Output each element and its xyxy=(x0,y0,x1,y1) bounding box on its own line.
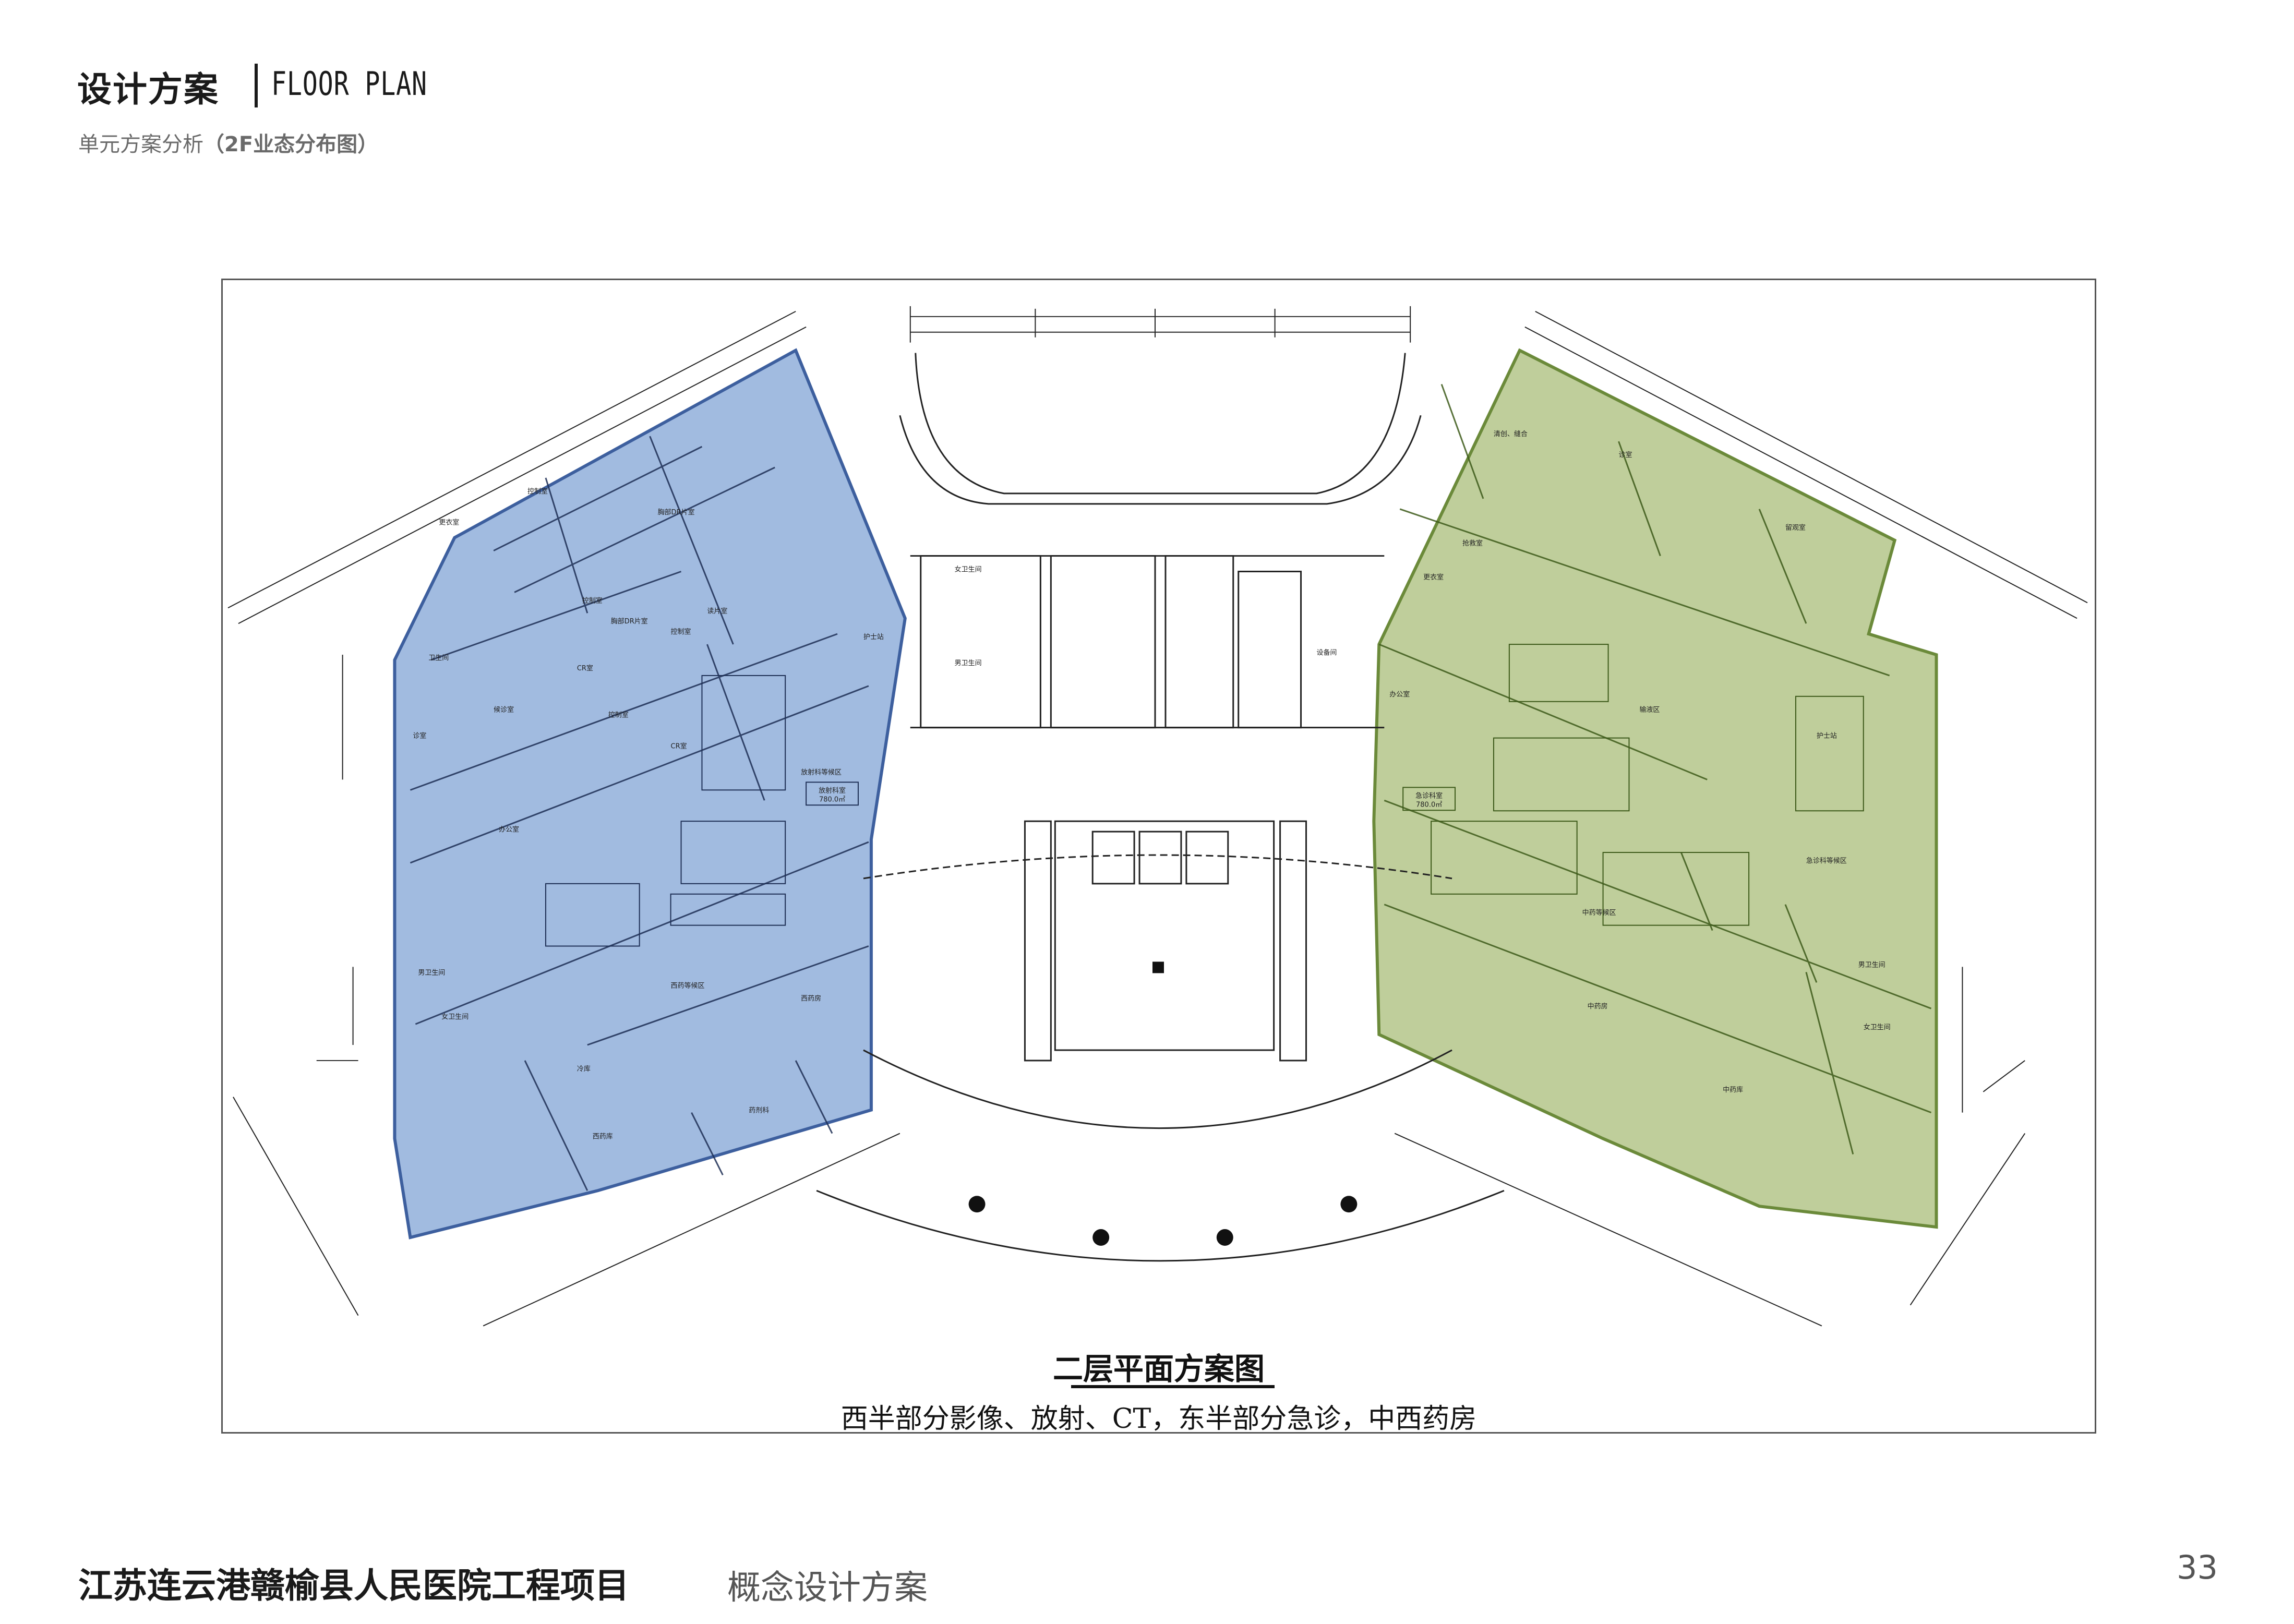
room-label: 女卫生间 xyxy=(441,1013,469,1021)
header-divider xyxy=(255,64,258,107)
room-label: 女卫生间 xyxy=(955,565,982,573)
east-zone-emergency xyxy=(1372,348,1938,1229)
header-title: 设计方案 xyxy=(77,69,219,110)
room-label: 更衣室 xyxy=(1423,573,1444,581)
room-label: 清创、缝合 xyxy=(1494,430,1528,438)
room-label: 办公室 xyxy=(1389,690,1410,699)
room-label: 男卫生间 xyxy=(418,969,445,977)
room-label: 控制室 xyxy=(527,487,548,496)
room-label: 控制室 xyxy=(608,711,629,719)
room-label: 放射科等候区 xyxy=(801,768,842,776)
plan-caption: 二层平面方案图 xyxy=(1052,1351,1265,1387)
room-label: 中药库 xyxy=(1723,1086,1743,1094)
room-label: 冷库 xyxy=(577,1065,591,1073)
subtitle-bold: （2F业态分布图） xyxy=(203,133,379,157)
room-label: 急诊科等候区 xyxy=(1806,857,1847,865)
room-label: 读片室 xyxy=(707,607,727,615)
floor-plan-frame: 放射科室 780.0㎡ 急诊科室 780.0㎡ 更衣室 控制室 胸部DR片室 控… xyxy=(221,279,2096,1435)
page-number: 33 xyxy=(2177,1548,2218,1586)
subtitle-prefix: 单元方案分析 xyxy=(78,133,203,157)
room-label: 卫生间 xyxy=(428,654,449,662)
room-label: 中药等候区 xyxy=(1582,909,1616,917)
room-label: 更衣室 xyxy=(439,519,459,527)
plan-description: 西半部分影像、放射、CT，东半部分急诊，中西药房 xyxy=(840,1403,1477,1435)
room-label: 男卫生间 xyxy=(955,659,982,667)
room-label: 西药库 xyxy=(593,1133,613,1141)
room-label: CR室 xyxy=(671,742,687,751)
room-label: 女卫生间 xyxy=(1864,1023,1891,1031)
header-subtitle: 单元方案分析（2F业态分布图） xyxy=(78,127,378,158)
room-label: 控制室 xyxy=(582,596,603,605)
footer-project-title: 江苏连云港赣榆县人民医院工程项目 xyxy=(78,1566,629,1606)
west-waiting-seats xyxy=(545,675,786,947)
west-dimension-lines xyxy=(227,310,900,1327)
room-label: 设备间 xyxy=(1316,648,1337,657)
footer-subtitle: 概念设计方案 xyxy=(727,1569,928,1607)
header-title-en: FLOOR PLAN xyxy=(271,65,427,103)
room-label: 候诊室 xyxy=(494,706,514,714)
room-label: 胸部DR片室 xyxy=(611,617,648,625)
west-zone-area: 780.0㎡ xyxy=(819,796,845,803)
room-label: 办公室 xyxy=(499,825,519,834)
room-label: 西药房 xyxy=(801,994,821,1003)
room-label: 药剂科 xyxy=(749,1107,769,1115)
room-label: 胸部DR片室 xyxy=(658,508,695,516)
west-zone-radiology xyxy=(393,348,907,1240)
east-zone-area: 780.0㎡ xyxy=(1416,801,1442,809)
east-infusion-seats xyxy=(1431,644,1864,926)
room-label: 控制室 xyxy=(671,628,691,636)
room-label: 男卫生间 xyxy=(1858,961,1885,969)
room-label: 西药等候区 xyxy=(671,981,705,990)
central-core xyxy=(910,555,1385,1062)
room-label: 抢救室 xyxy=(1462,539,1483,548)
west-zone-label: 放射科室 xyxy=(819,786,846,795)
room-label: 护士站 xyxy=(1817,732,1837,740)
room-label: 留观室 xyxy=(1785,524,1806,532)
east-zone-label: 急诊科室 xyxy=(1415,791,1443,800)
room-label: CR室 xyxy=(577,664,593,672)
top-dimension-lines xyxy=(909,306,1411,343)
room-label: 输液区 xyxy=(1639,706,1660,714)
room-label: 诊室 xyxy=(413,732,426,740)
plan-caption-underline xyxy=(1071,1385,1275,1388)
room-label: 中药房 xyxy=(1588,1002,1608,1011)
room-label: 诊室 xyxy=(1619,451,1632,459)
room-label: 护士站 xyxy=(863,633,884,641)
floor-plan-drawing: 放射科室 780.0㎡ 急诊科室 780.0㎡ 更衣室 控制室 胸部DR片室 控… xyxy=(227,306,2088,1327)
north-canopy-outline xyxy=(915,353,1406,495)
east-dimension-lines xyxy=(1394,310,2088,1327)
